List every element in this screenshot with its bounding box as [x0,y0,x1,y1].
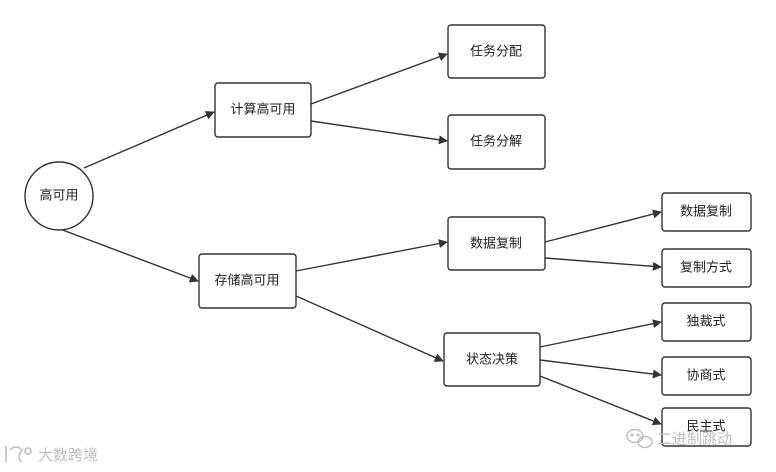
node-exclusive: 独裁式 [661,302,752,342]
node-root: 高可用 [24,161,94,231]
edge-decision-exclusive [539,319,662,348]
node-root-label: 高可用 [39,188,78,204]
node-compute-ha-label: 计算高可用 [230,102,295,118]
edge-root-compute [83,111,215,169]
watermark-right: 二进制跳动 [626,428,732,449]
edge-decision-democratic [539,375,662,426]
edge-replication-leaf [544,209,662,243]
node-democratic: 民主式 [661,407,752,447]
edge-storage-decision [295,295,444,362]
edge-decision-negotiation [539,359,662,379]
node-exclusive-label: 独裁式 [686,314,725,330]
node-task-assign-label: 任务分配 [470,44,522,60]
node-negotiation: 协商式 [661,356,752,396]
node-storage-ha-label: 存储高可用 [214,273,279,289]
node-democratic-label: 民主式 [686,420,725,435]
wechat-icon [626,428,653,449]
node-compute-ha: 计算高可用 [214,82,312,138]
edge-storage-replication [295,239,448,272]
node-state-decision: 状态决策 [443,332,541,387]
node-replication-mode-label: 复制方式 [680,260,732,276]
node-negotiation-label: 协商式 [686,369,725,384]
brand-logo-icon [5,446,32,463]
node-task-decompose: 任务分解 [447,114,546,170]
node-data-replication: 数据复制 [447,216,546,271]
node-replication-mode: 复制方式 [661,248,752,288]
watermark-left: 大数跨境 [5,446,98,464]
node-replication-leaf: 数据复制 [661,192,752,232]
node-task-decompose-label: 任务分解 [470,134,522,150]
node-replication-leaf-label: 数据复制 [680,205,732,220]
edge-root-storage [59,228,199,283]
node-state-decision-label: 状态决策 [466,352,518,368]
watermark-right-text: 二进制跳动 [657,430,732,448]
edge-compute-decompose [310,120,448,145]
watermark-left-text: 大数跨境 [38,446,98,464]
connectors [59,52,662,426]
edge-compute-assign [310,52,448,105]
edge-replication-mode [544,257,662,271]
node-data-replication-label: 数据复制 [470,237,522,252]
node-task-assign: 任务分配 [447,24,546,79]
node-storage-ha: 存储高可用 [198,253,297,309]
